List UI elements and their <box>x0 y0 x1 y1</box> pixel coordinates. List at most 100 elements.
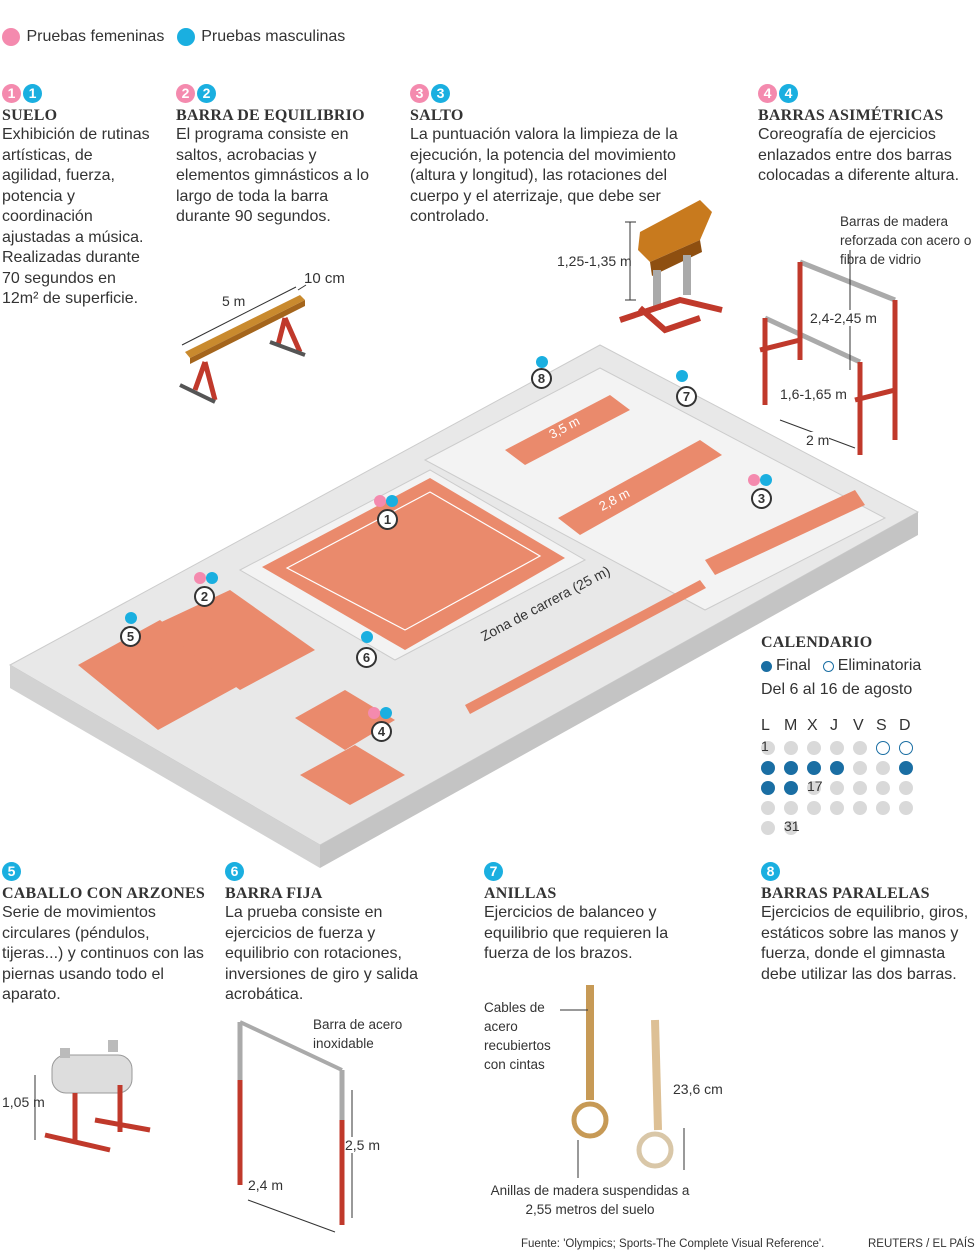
male-badge: 7 <box>484 862 503 881</box>
rings-note: Anillas de madera suspendidas a 2,55 met… <box>490 1183 690 1217</box>
section-body: Serie de movimientos circulares (péndulo… <box>2 904 204 1003</box>
female-legend-dot <box>2 28 20 46</box>
male-badge: 8 <box>761 862 780 881</box>
calendar-day <box>830 781 844 795</box>
section-body: La prueba consiste en ejercicios de fuer… <box>225 904 418 1003</box>
section-body: Exhibición de rutinas artísticas, de agi… <box>2 126 150 307</box>
section-body: El programa consiste en saltos, acrobaci… <box>176 126 369 225</box>
hbar-note: Barra de acero inoxidable <box>313 1017 403 1051</box>
calendar-day <box>899 801 913 815</box>
uneven-high-label: 2,4-2,45 m <box>810 310 877 326</box>
day-number: 17 <box>807 778 823 794</box>
female-badge: 3 <box>410 84 429 103</box>
floor-mat <box>262 478 565 650</box>
beam-width-label: 10 cm <box>304 270 345 287</box>
calendar-day <box>876 741 890 755</box>
female-badge: 2 <box>176 84 195 103</box>
section-body: Ejercicios de balanceo y equilibrio que … <box>484 904 669 962</box>
marker-1: 1 <box>374 495 398 530</box>
hbar-width-label: 2,4 m <box>248 1177 284 1193</box>
rings-diameter-label: 23,6 cm <box>673 1081 723 1097</box>
male-badge: 1 <box>23 84 42 103</box>
pommel-mat <box>78 620 240 730</box>
calendar-day <box>784 781 798 795</box>
vault-height-label: 1,25-1,35 m <box>557 253 632 269</box>
source-note: Fuente: 'Olympics; Sports-The Complete V… <box>521 1238 825 1250</box>
rings-cables-note: Cables de acero recubiertos con cintas <box>484 1000 551 1072</box>
section-caballo: 5 CABALLO CON ARZONES Serie de movimient… <box>2 862 212 1006</box>
section-barra-fija: 6 BARRA FIJA La prueba consiste en ejerc… <box>225 862 430 1006</box>
female-badge: 4 <box>758 84 777 103</box>
rings-illustration <box>560 985 685 1178</box>
calendar-day <box>876 781 890 795</box>
calendar-day <box>807 801 821 815</box>
beam-length-label: 5 m <box>222 293 246 309</box>
section-body: Coreografía de ejercicios enlazados entr… <box>758 126 960 184</box>
calendar-day <box>899 761 913 775</box>
hbar-mat <box>300 745 405 805</box>
marker-5: 5 <box>120 612 141 647</box>
marker-3: 3 <box>748 474 772 509</box>
section-body: La puntuación valora la limpieza de la e… <box>410 126 678 225</box>
marker-2: 2 <box>194 572 218 607</box>
weekday-label: V <box>853 717 864 734</box>
section-title: SUELO <box>2 107 58 124</box>
calendar-day: 1 <box>761 738 775 755</box>
uneven-bars-illustration <box>759 250 898 455</box>
horizontal-bar-illustration <box>237 1020 353 1233</box>
calendar-day <box>830 801 844 815</box>
section-title: BARRAS PARALELAS <box>761 885 930 902</box>
weekday-label: L <box>761 717 770 734</box>
weekday-label: J <box>830 717 838 734</box>
calendar-range: Del 6 al 16 de agosto <box>761 681 913 698</box>
calendar-day <box>807 761 821 775</box>
uneven-low-label: 1,6-1,65 m <box>780 386 847 402</box>
calendar-day <box>807 741 821 755</box>
section-anillas: 7 ANILLAS Ejercicios de balanceo y equil… <box>484 862 704 965</box>
runway <box>465 580 706 714</box>
calendar-day <box>899 741 913 755</box>
day-number: 1 <box>761 738 769 754</box>
weekday-label: X <box>807 717 818 734</box>
calendar-day: 31 <box>784 818 800 835</box>
legend: Pruebas femeninas Pruebas masculinas <box>2 28 345 46</box>
pommel-height-label: 1,05 m <box>2 1094 45 1110</box>
credit: REUTERS / EL PAÍS <box>868 1238 975 1250</box>
female-legend-label: Pruebas femeninas <box>26 28 165 46</box>
arena <box>8 344 920 868</box>
calendar-day <box>853 741 867 755</box>
calendar-day <box>830 761 844 775</box>
male-badge: 6 <box>225 862 244 881</box>
hbar-height-label: 2,5 m <box>345 1137 381 1153</box>
weekday-label: M <box>784 717 798 734</box>
uneven-bars-note: Barras de madera reforzada con acero o f… <box>840 214 972 267</box>
male-badge: 4 <box>779 84 798 103</box>
marker-4: 4 <box>368 707 392 742</box>
calendar-day <box>761 801 775 815</box>
calendar-day <box>876 801 890 815</box>
marker-6: 6 <box>356 631 377 668</box>
calendar-day <box>899 781 913 795</box>
male-badge: 2 <box>197 84 216 103</box>
uneven-mat <box>295 690 395 750</box>
section-paralelas: 8 BARRAS PARALELAS Ejercicios de equilib… <box>761 862 976 985</box>
calendar-title: CALENDARIO <box>761 634 873 651</box>
day-number: 31 <box>784 818 800 834</box>
male-legend-dot <box>176 28 195 46</box>
calendar-day <box>784 741 798 755</box>
uneven-width-label: 2 m <box>806 432 830 448</box>
section-title: BARRAS ASIMÉTRICAS <box>758 107 944 124</box>
calendar-day <box>784 761 798 775</box>
male-legend-label: Pruebas masculinas <box>201 28 346 46</box>
male-badge: 5 <box>2 862 21 881</box>
calendar: CALENDARIO Final Eliminatoria Del 6 al 1… <box>761 634 922 835</box>
marker-7: 7 <box>676 370 697 407</box>
section-title: ANILLAS <box>484 885 557 902</box>
weekday-label: D <box>899 717 911 734</box>
section-title: BARRA DE EQUILIBRIO <box>176 107 365 124</box>
